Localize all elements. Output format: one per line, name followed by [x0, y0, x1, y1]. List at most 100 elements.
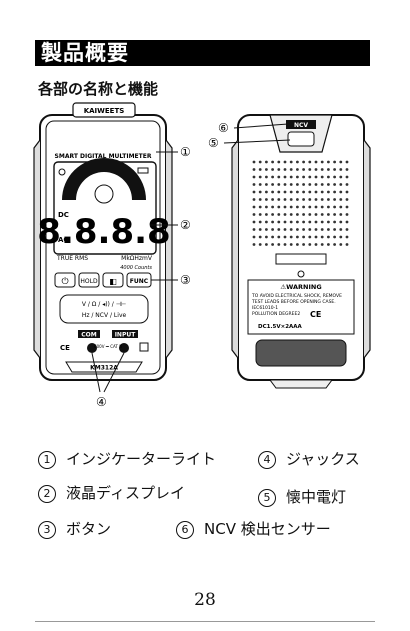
speaker-hole	[271, 183, 274, 186]
true-rms-label: TRUE RMS	[56, 255, 88, 262]
speaker-hole	[315, 228, 318, 231]
callout-2: ②	[180, 218, 191, 232]
svg-text:CE: CE	[60, 344, 70, 352]
speaker-hole	[277, 183, 280, 186]
func-button[interactable]: FUNC	[130, 278, 149, 285]
speaker-hole	[277, 213, 280, 216]
speaker-hole	[346, 168, 349, 171]
speaker-hole	[271, 236, 274, 239]
speaker-hole	[296, 191, 299, 194]
speaker-hole	[284, 176, 287, 179]
speaker-hole	[315, 221, 318, 224]
speaker-hole	[284, 221, 287, 224]
speaker-hole	[327, 161, 330, 164]
button-row: ⏻ HOLD ◧ FUNC	[55, 273, 151, 287]
speaker-hole	[296, 213, 299, 216]
power-button[interactable]: ⏻	[61, 276, 68, 287]
battery-label: DC1.5V×2AAA	[258, 324, 303, 330]
speaker-hole	[302, 191, 305, 194]
backlight-button[interactable]: ◧	[109, 277, 117, 286]
speaker-hole	[339, 161, 342, 164]
speaker-hole	[277, 176, 280, 179]
speaker-hole	[259, 198, 262, 201]
speaker-hole	[265, 176, 268, 179]
speaker-hole	[302, 213, 305, 216]
callout-3: ③	[180, 273, 191, 287]
speaker-hole	[302, 243, 305, 246]
legend-num: 3	[38, 521, 56, 539]
speaker-hole	[259, 176, 262, 179]
speaker-hole	[333, 243, 336, 246]
callout-6: ⑥	[218, 121, 229, 135]
units-label: MkΩHzmV	[121, 255, 153, 262]
speaker-hole	[327, 191, 330, 194]
speaker-hole	[339, 176, 342, 179]
speaker-hole	[271, 228, 274, 231]
speaker-hole	[265, 183, 268, 186]
speaker-hole	[339, 198, 342, 201]
speaker-hole	[290, 198, 293, 201]
speaker-hole	[277, 198, 280, 201]
speaker-hole	[308, 161, 311, 164]
speaker-hole	[346, 243, 349, 246]
legend-item-flashlight: 5懐中電灯	[258, 486, 346, 507]
speaker-hole	[321, 228, 324, 231]
speaker-hole	[315, 206, 318, 209]
speaker-hole	[253, 221, 256, 224]
speaker-hole	[265, 198, 268, 201]
speaker-hole	[253, 191, 256, 194]
speaker-hole	[265, 161, 268, 164]
speaker-hole	[315, 191, 318, 194]
callout-1: ①	[180, 145, 191, 159]
speaker-hole	[271, 198, 274, 201]
speaker-hole	[333, 206, 336, 209]
speaker-hole	[259, 183, 262, 186]
speaker-hole	[259, 161, 262, 164]
rating-label: 600V ⎓ CAT Ⅲ	[94, 344, 122, 349]
warning-line-1: TO AVOID ELECTRICAL SHOCK, REMOVE	[251, 293, 342, 299]
speaker-hole	[308, 183, 311, 186]
speaker-hole	[259, 236, 262, 239]
hold-button[interactable]: HOLD	[80, 278, 98, 285]
speaker-hole	[308, 236, 311, 239]
ncv-tag: NCV	[294, 122, 308, 129]
speaker-hole	[327, 198, 330, 201]
speaker-hole	[339, 191, 342, 194]
speaker-hole	[277, 236, 280, 239]
speaker-hole	[259, 206, 262, 209]
speaker-hole	[253, 198, 256, 201]
product-figure: KAIWEETS SMART DIGITAL MULTIMETER DC AC …	[0, 100, 410, 420]
flashlight	[288, 132, 314, 146]
speaker-hole	[302, 176, 305, 179]
speaker-hole	[277, 221, 280, 224]
speaker-hole	[346, 191, 349, 194]
brand-label: KAIWEETS	[84, 107, 125, 115]
speaker-hole	[315, 168, 318, 171]
speaker-hole	[321, 191, 324, 194]
speaker-hole	[339, 236, 342, 239]
back-view: NCV ⚠WARNING TO AVOID ELECTRICAL SHOCK, …	[232, 115, 370, 388]
warning-line-4: POLLUTION DEGREE2	[252, 311, 300, 317]
speaker-hole	[333, 213, 336, 216]
speaker-hole	[284, 228, 287, 231]
com-label: COM	[81, 332, 97, 339]
speaker-hole	[302, 221, 305, 224]
speaker-hole	[284, 243, 287, 246]
speaker-hole	[265, 213, 268, 216]
speaker-hole	[284, 213, 287, 216]
speaker-hole	[321, 206, 324, 209]
speaker-hole	[271, 221, 274, 224]
speaker-hole	[259, 228, 262, 231]
speaker-hole	[339, 243, 342, 246]
speaker-hole	[290, 213, 293, 216]
speaker-hole	[271, 161, 274, 164]
speaker-hole	[284, 236, 287, 239]
speaker-hole	[346, 221, 349, 224]
speaker-hole	[253, 213, 256, 216]
legend-item-ncv: 6NCV 検出センサー	[176, 518, 331, 539]
speaker-hole	[346, 236, 349, 239]
speaker-hole	[253, 236, 256, 239]
speaker-hole	[333, 236, 336, 239]
speaker-hole	[277, 168, 280, 171]
speaker-hole	[271, 191, 274, 194]
